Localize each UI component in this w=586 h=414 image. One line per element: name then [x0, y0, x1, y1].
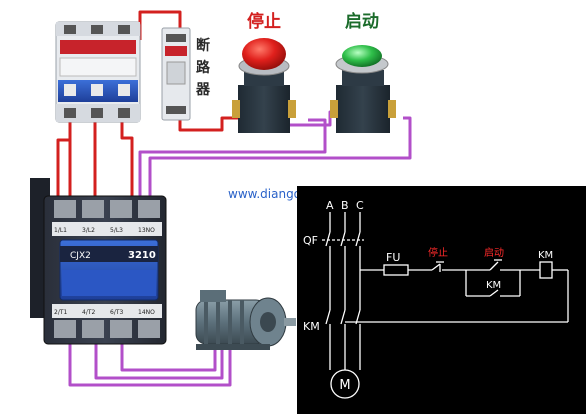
- terminal-label-bottom-4: 14NO: [138, 309, 155, 316]
- terminal-label-top-3: 5/L3: [110, 227, 123, 234]
- contactor-number: 3210: [128, 250, 156, 261]
- contactor-model: CJX2: [70, 251, 91, 261]
- coil-km-label: KM: [538, 250, 553, 261]
- breaker-label-1: 断: [196, 37, 210, 54]
- terminal-label-bottom-2: 4/T2: [82, 309, 96, 316]
- start-button-label: 启动: [345, 11, 379, 32]
- schematic-panel: [297, 186, 586, 414]
- red-wire-ctrl: [178, 112, 240, 132]
- terminal-label-top-1: 1/L1: [54, 227, 67, 234]
- motor-label: M: [339, 378, 350, 393]
- breaker-label-3: 器: [195, 82, 211, 98]
- schematic-start-label: 启动: [484, 246, 504, 259]
- purple-wire-t3: [120, 338, 217, 372]
- main-km-label: KM: [303, 320, 320, 333]
- qf-label: QF: [303, 234, 318, 247]
- single-pole-breaker: [161, 27, 191, 121]
- terminal-label-bottom-3: 6/T3: [110, 309, 124, 316]
- purple-wire-aux: [148, 116, 412, 205]
- terminal-label-top-4: 13NO: [138, 227, 155, 234]
- aux-km-label: KM: [486, 280, 501, 291]
- three-pole-breaker: [55, 21, 141, 123]
- start-pushbutton: [330, 45, 396, 133]
- phase-a: A: [326, 199, 334, 212]
- motor: [195, 290, 296, 350]
- red-wire-l3: [120, 120, 134, 205]
- contactor: [30, 178, 167, 345]
- purple-wire-t1: [68, 338, 232, 387]
- purple-wire-t2: [94, 338, 224, 380]
- breaker-label-2: 路: [196, 59, 211, 76]
- phase-b: B: [341, 199, 349, 212]
- terminal-label-bottom-1: 2/T1: [54, 309, 68, 316]
- terminal-label-top-2: 3/L2: [82, 227, 95, 234]
- red-wire-side: [56, 138, 70, 210]
- phase-c: C: [356, 199, 364, 212]
- motor-symbol: [330, 369, 360, 399]
- stop-button-label: 停止: [247, 11, 281, 32]
- fu-label: FU: [386, 251, 400, 264]
- stop-pushbutton: [232, 38, 296, 133]
- purple-wire-start: [138, 118, 327, 205]
- purple-wires: [68, 110, 412, 387]
- schematic-stop-label: 停止: [428, 246, 448, 259]
